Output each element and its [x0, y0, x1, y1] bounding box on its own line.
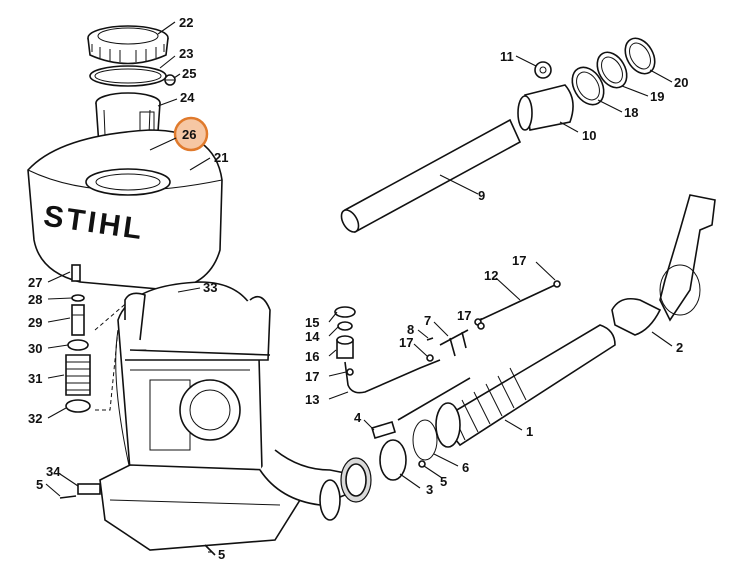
callout-21: 21 — [214, 150, 228, 165]
fuel-tank-21[interactable]: STIHL — [27, 129, 223, 291]
callout-14: 14 — [305, 329, 320, 344]
base-plate — [99, 464, 302, 551]
grip-bracket-2[interactable] — [611, 194, 716, 336]
screw-5b[interactable] — [418, 460, 426, 468]
screen-19[interactable] — [591, 47, 633, 93]
callout-27: 27 — [28, 275, 42, 290]
callout-12: 12 — [484, 268, 498, 283]
screw-25[interactable] — [164, 74, 176, 86]
nozzle-coupling-10[interactable] — [517, 84, 574, 131]
callout-18: 18 — [624, 105, 638, 120]
clip-30[interactable] — [67, 339, 89, 351]
flex-hose-1[interactable] — [435, 324, 616, 448]
blower-outlet-elbow — [259, 449, 357, 521]
callout-26: 26 — [182, 127, 196, 142]
callout-4: 4 — [354, 410, 362, 425]
callout-31: 31 — [28, 371, 42, 386]
callout-8: 8 — [407, 322, 414, 337]
washer-14[interactable] — [337, 321, 353, 331]
callout-24: 24 — [180, 90, 195, 105]
grommet-28[interactable] — [71, 294, 85, 302]
label-plate-34[interactable] — [77, 483, 101, 495]
leader-lines — [45, 21, 673, 553]
pin-8[interactable] — [426, 337, 434, 341]
fitting-29[interactable] — [71, 304, 85, 336]
callout-25: 25 — [182, 66, 196, 81]
screw-5c[interactable] — [204, 544, 216, 556]
screen-20[interactable] — [619, 33, 661, 79]
callout-19: 19 — [650, 89, 664, 104]
callout-16: 16 — [305, 349, 319, 364]
callout-labels: 22 23 25 24 26 21 27 28 29 30 31 32 33 3… — [28, 15, 688, 562]
spring-17b[interactable] — [477, 322, 485, 330]
callout-17-mid: 17 — [457, 308, 471, 323]
callout-10: 10 — [582, 128, 596, 143]
fuel-hose-27[interactable] — [71, 264, 81, 282]
callout-33: 33 — [203, 280, 217, 295]
callout-20: 20 — [674, 75, 688, 90]
callout-2: 2 — [676, 340, 683, 355]
callout-17-left: 17 — [399, 335, 413, 350]
callout-29: 29 — [28, 315, 42, 330]
screw-5a[interactable] — [59, 495, 77, 499]
connector-ring — [340, 457, 372, 503]
cable-13[interactable] — [344, 359, 441, 394]
knob-11[interactable] — [534, 61, 552, 79]
callout-5-left: 5 — [36, 477, 43, 492]
lever-7[interactable] — [439, 329, 469, 357]
bracket-4[interactable] — [371, 421, 396, 439]
callout-11: 11 — [500, 49, 514, 64]
blower-tube-9[interactable] — [338, 118, 522, 235]
callout-7: 7 — [424, 313, 431, 328]
pickup-body-31[interactable] — [65, 354, 91, 396]
callout-22: 22 — [179, 15, 193, 30]
rod-12[interactable] — [474, 280, 561, 326]
callout-3: 3 — [426, 482, 433, 497]
callout-28: 28 — [28, 292, 42, 307]
callout-32: 32 — [28, 411, 42, 426]
callout-1: 1 — [526, 424, 533, 439]
callout-5-bottom: 5 — [218, 547, 225, 562]
callout-17-cable: 17 — [305, 369, 319, 384]
hose-clamp-6[interactable] — [412, 419, 438, 461]
callout-5-right: 5 — [440, 474, 447, 489]
callout-15: 15 — [305, 315, 319, 330]
spring-17d[interactable] — [346, 368, 354, 376]
callout-13: 13 — [305, 392, 319, 407]
strainer-32[interactable] — [65, 399, 91, 413]
clamp-3[interactable] — [379, 439, 407, 481]
callout-34: 34 — [46, 464, 61, 479]
bushing-16[interactable] — [336, 335, 354, 359]
callout-9: 9 — [478, 188, 485, 203]
gasket-23[interactable] — [89, 65, 167, 87]
rod-long — [397, 377, 471, 421]
fuel-cap-22[interactable] — [87, 25, 169, 65]
spring-17c[interactable] — [426, 354, 434, 362]
nut-15[interactable] — [334, 306, 356, 318]
callout-6: 6 — [462, 460, 469, 475]
highlight-marker — [173, 116, 209, 152]
callout-30: 30 — [28, 341, 42, 356]
callout-17-top: 17 — [512, 253, 526, 268]
frame-33[interactable] — [124, 292, 271, 361]
screen-18[interactable] — [566, 62, 610, 111]
callout-23: 23 — [179, 46, 193, 61]
